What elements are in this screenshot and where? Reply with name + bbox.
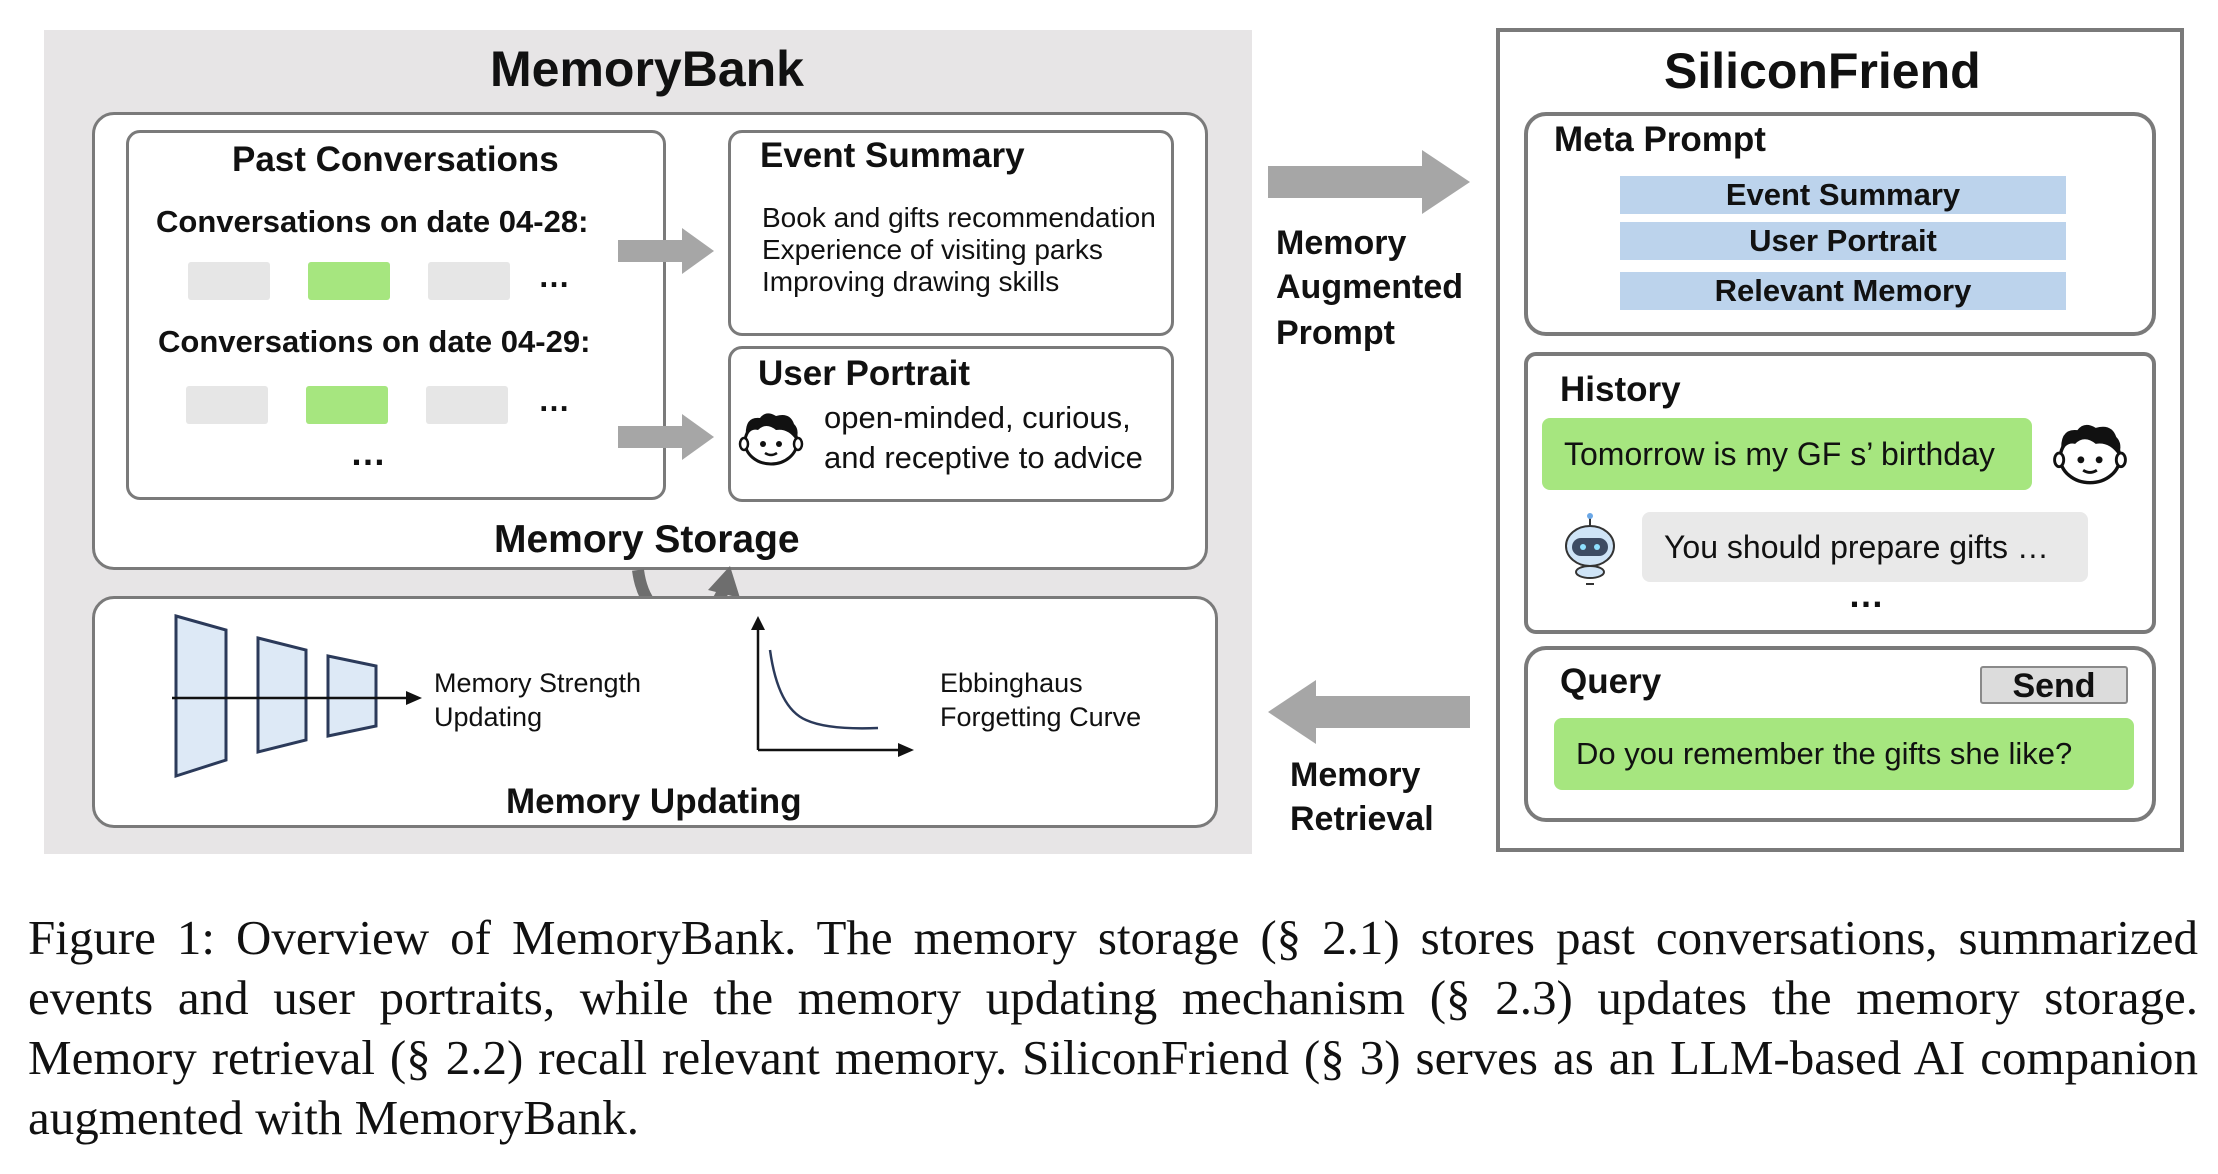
augmented-prompt-label: Prompt	[1276, 314, 1395, 352]
query-input[interactable]: Do you remember the gifts she like?	[1554, 718, 2134, 790]
conversation-block	[188, 262, 270, 300]
conversation-block-highlighted	[308, 262, 390, 300]
memory-retrieval-arrow	[1268, 680, 1470, 744]
augmented-prompt-label: Augmented	[1276, 268, 1463, 306]
history-title: History	[1560, 370, 1681, 409]
user-portrait-box	[728, 346, 1174, 502]
augmented-prompt-arrow	[1268, 150, 1470, 214]
event-summary-item: Book and gifts recommendation	[762, 202, 1156, 233]
memory-strength-diagram	[172, 614, 422, 779]
event-summary-title: Event Summary	[760, 136, 1025, 175]
user-portrait-line: open-minded, curious,	[824, 400, 1131, 435]
past-conversations-box	[126, 130, 666, 500]
meta-prompt-item: Relevant Memory	[1620, 272, 2066, 310]
more-ellipsis: …	[538, 382, 570, 418]
event-summary-box	[728, 130, 1174, 336]
siliconfriend-title: SiliconFriend	[1664, 43, 1981, 99]
memory-strength-label: Updating	[434, 702, 543, 732]
conversation-block-highlighted	[306, 386, 388, 424]
meta-prompt-item: Event Summary	[1620, 176, 2066, 214]
memorybank-title: MemoryBank	[490, 41, 804, 97]
event-summary-item: Improving drawing skills	[762, 266, 1060, 297]
conversation-block	[426, 386, 508, 424]
memory-updating-label: Memory Updating	[506, 782, 802, 821]
user-message-bubble: Tomorrow is my GF s’ birthday	[1542, 418, 2032, 490]
user-avatar-icon	[2053, 424, 2127, 485]
arrow-to-user-portrait	[618, 414, 714, 460]
memory-retrieval-label: Memory	[1290, 756, 1421, 794]
more-ellipsis: …	[538, 258, 570, 294]
query-title: Query	[1560, 662, 1662, 701]
history-box	[1524, 352, 2156, 634]
augmented-prompt-label: Memory	[1276, 224, 1407, 262]
user-portrait-title: User Portrait	[758, 354, 971, 393]
figure-caption: Figure 1: Overview of MemoryBank. The me…	[28, 910, 2198, 1145]
send-button-label: Send	[2012, 667, 2096, 705]
meta-prompt-title: Meta Prompt	[1554, 120, 1766, 159]
conversation-block	[186, 386, 268, 424]
bot-message-bubble: You should prepare gifts …	[1642, 512, 2088, 582]
user-avatar-icon	[738, 413, 804, 466]
robot-avatar-icon	[1565, 513, 1615, 585]
meta-prompt-item: User Portrait	[1620, 222, 2066, 260]
memory-strength-label: Memory Strength	[434, 668, 642, 698]
user-portrait-line: and receptive to advice	[824, 440, 1143, 475]
forgetting-curve-label: Ebbinghaus	[940, 668, 1083, 698]
arrow-to-event-summary	[618, 228, 714, 274]
conversation-date-label: Conversations on date 04-28:	[156, 204, 589, 239]
memory-storage-label: Memory Storage	[494, 518, 800, 561]
forgetting-curve-chart	[751, 616, 914, 757]
event-summary-item: Experience of visiting parks	[762, 234, 1103, 265]
past-conversations-title: Past Conversations	[232, 140, 559, 179]
memory-retrieval-label: Retrieval	[1290, 800, 1434, 838]
more-rows-ellipsis: …	[350, 432, 386, 473]
history-more-ellipsis: …	[1848, 574, 1884, 615]
conversation-date-label: Conversations on date 04-29:	[158, 324, 591, 359]
conversation-block	[428, 262, 510, 300]
send-button[interactable]: Send	[1980, 666, 2128, 704]
forgetting-curve-label: Forgetting Curve	[940, 702, 1142, 732]
